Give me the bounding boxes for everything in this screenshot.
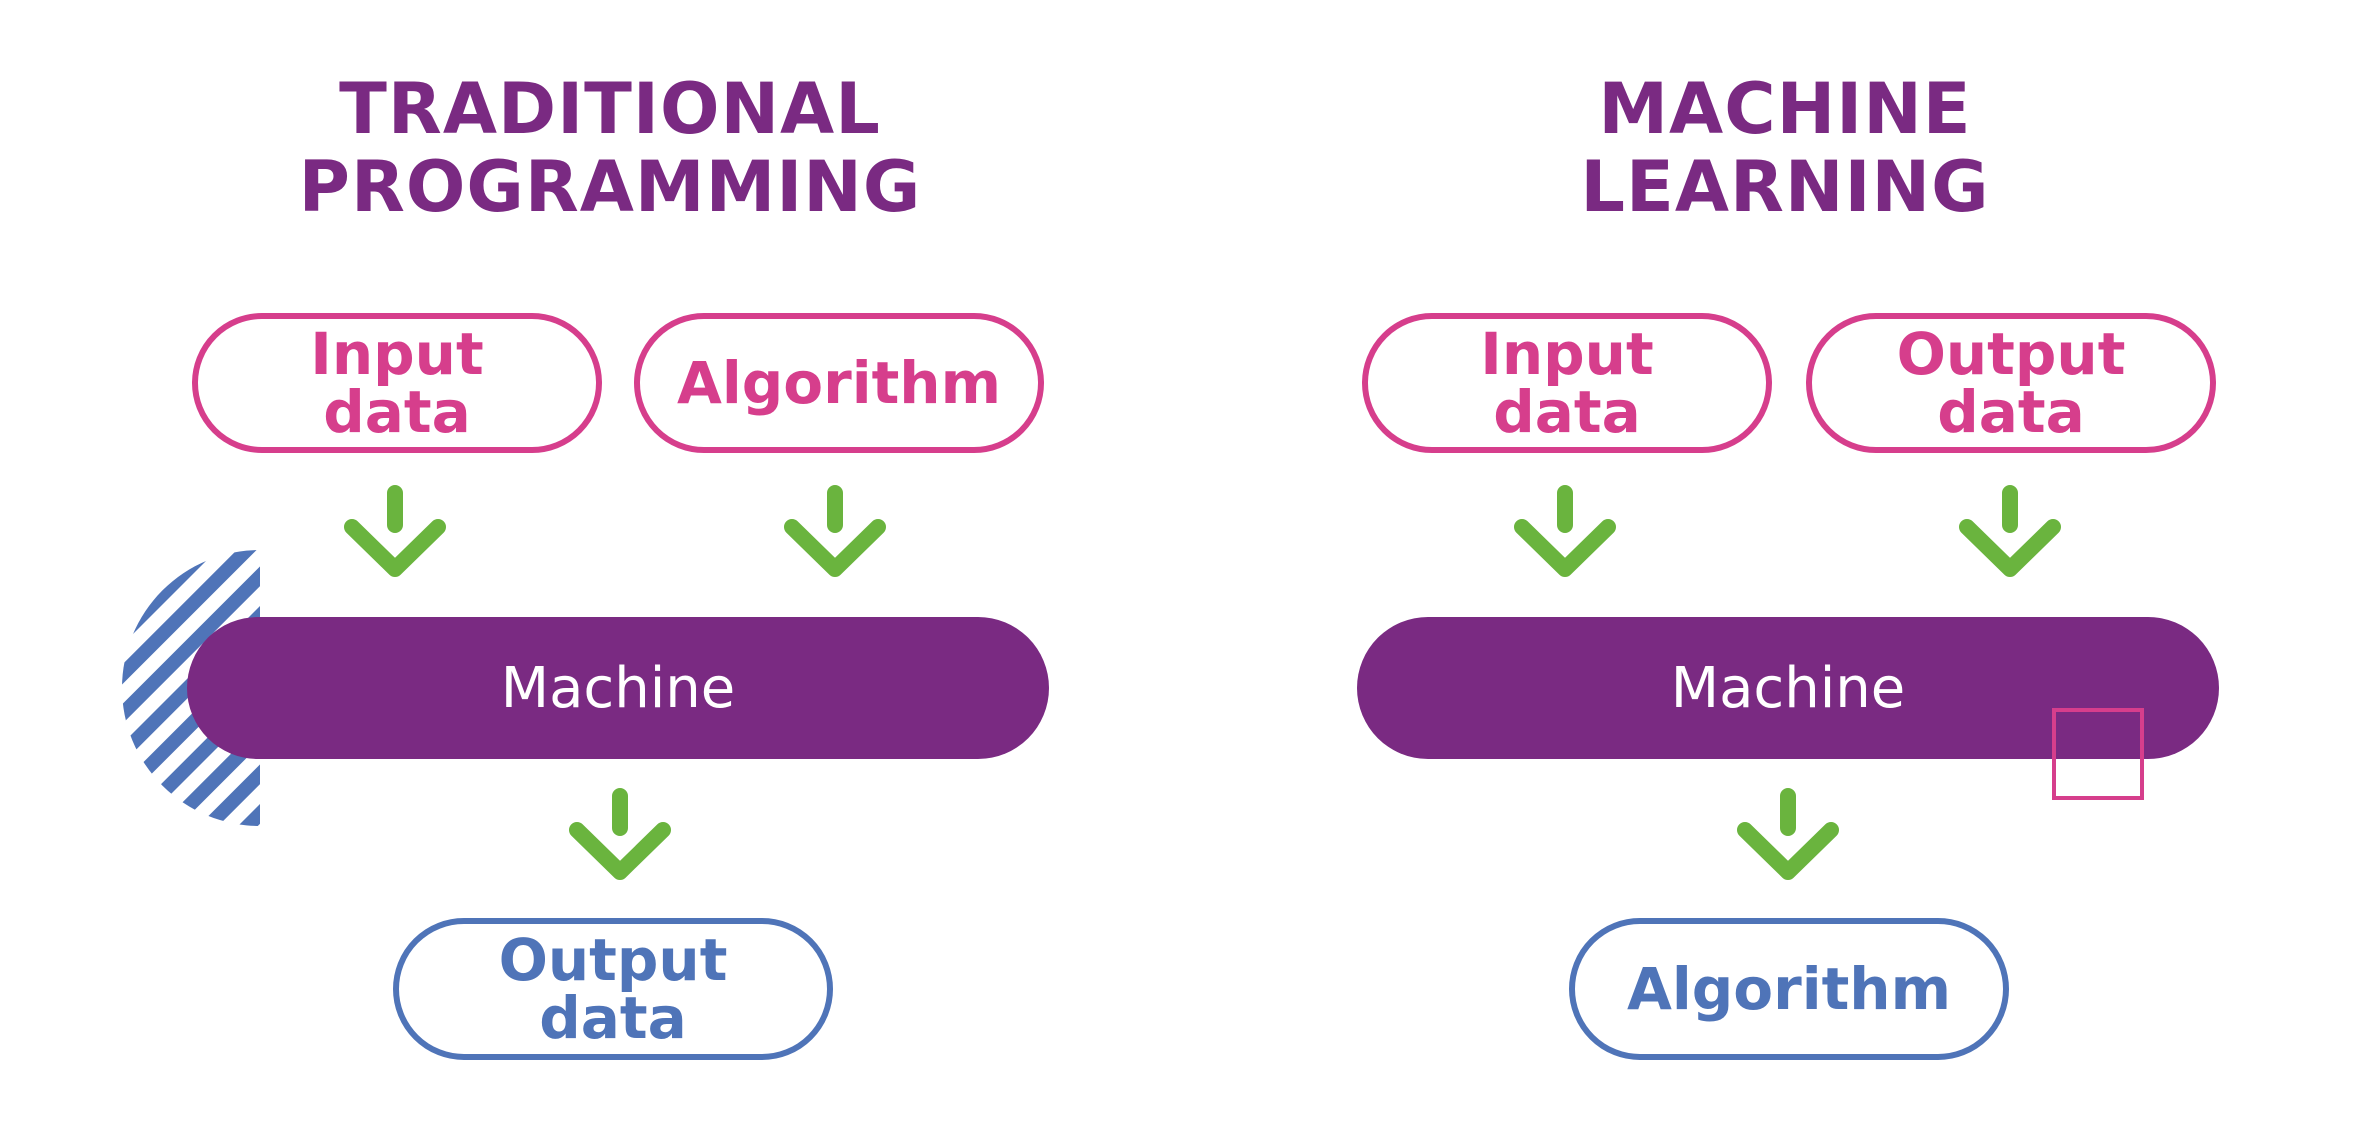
ml-machine-bar: Machine (1357, 617, 2219, 759)
trad-output-data-pill: Output data (393, 918, 833, 1060)
ml-algorithm-pill: Algorithm (1569, 918, 2009, 1060)
ml-arrow-bottom-icon (1733, 788, 1843, 888)
trad-arrow-right-icon (780, 485, 890, 585)
ml-output-data-pill: Output data (1806, 313, 2216, 453)
trad-machine-bar: Machine (187, 617, 1049, 759)
traditional-title: TRADITIONAL PROGRAMMING (298, 68, 922, 228)
ml-arrow-left-icon (1510, 485, 1620, 585)
ml-arrow-right-icon (1955, 485, 2065, 585)
ml-input-data-pill: Input data (1362, 313, 1772, 453)
ml-title: MACHINE LEARNING (1580, 68, 1990, 228)
trad-arrow-left-icon (340, 485, 450, 585)
square-outline-decoration (2052, 708, 2144, 800)
trad-arrow-bottom-icon (565, 788, 675, 888)
trad-algorithm-pill: Algorithm (634, 313, 1044, 453)
trad-input-data-pill: Input data (192, 313, 602, 453)
